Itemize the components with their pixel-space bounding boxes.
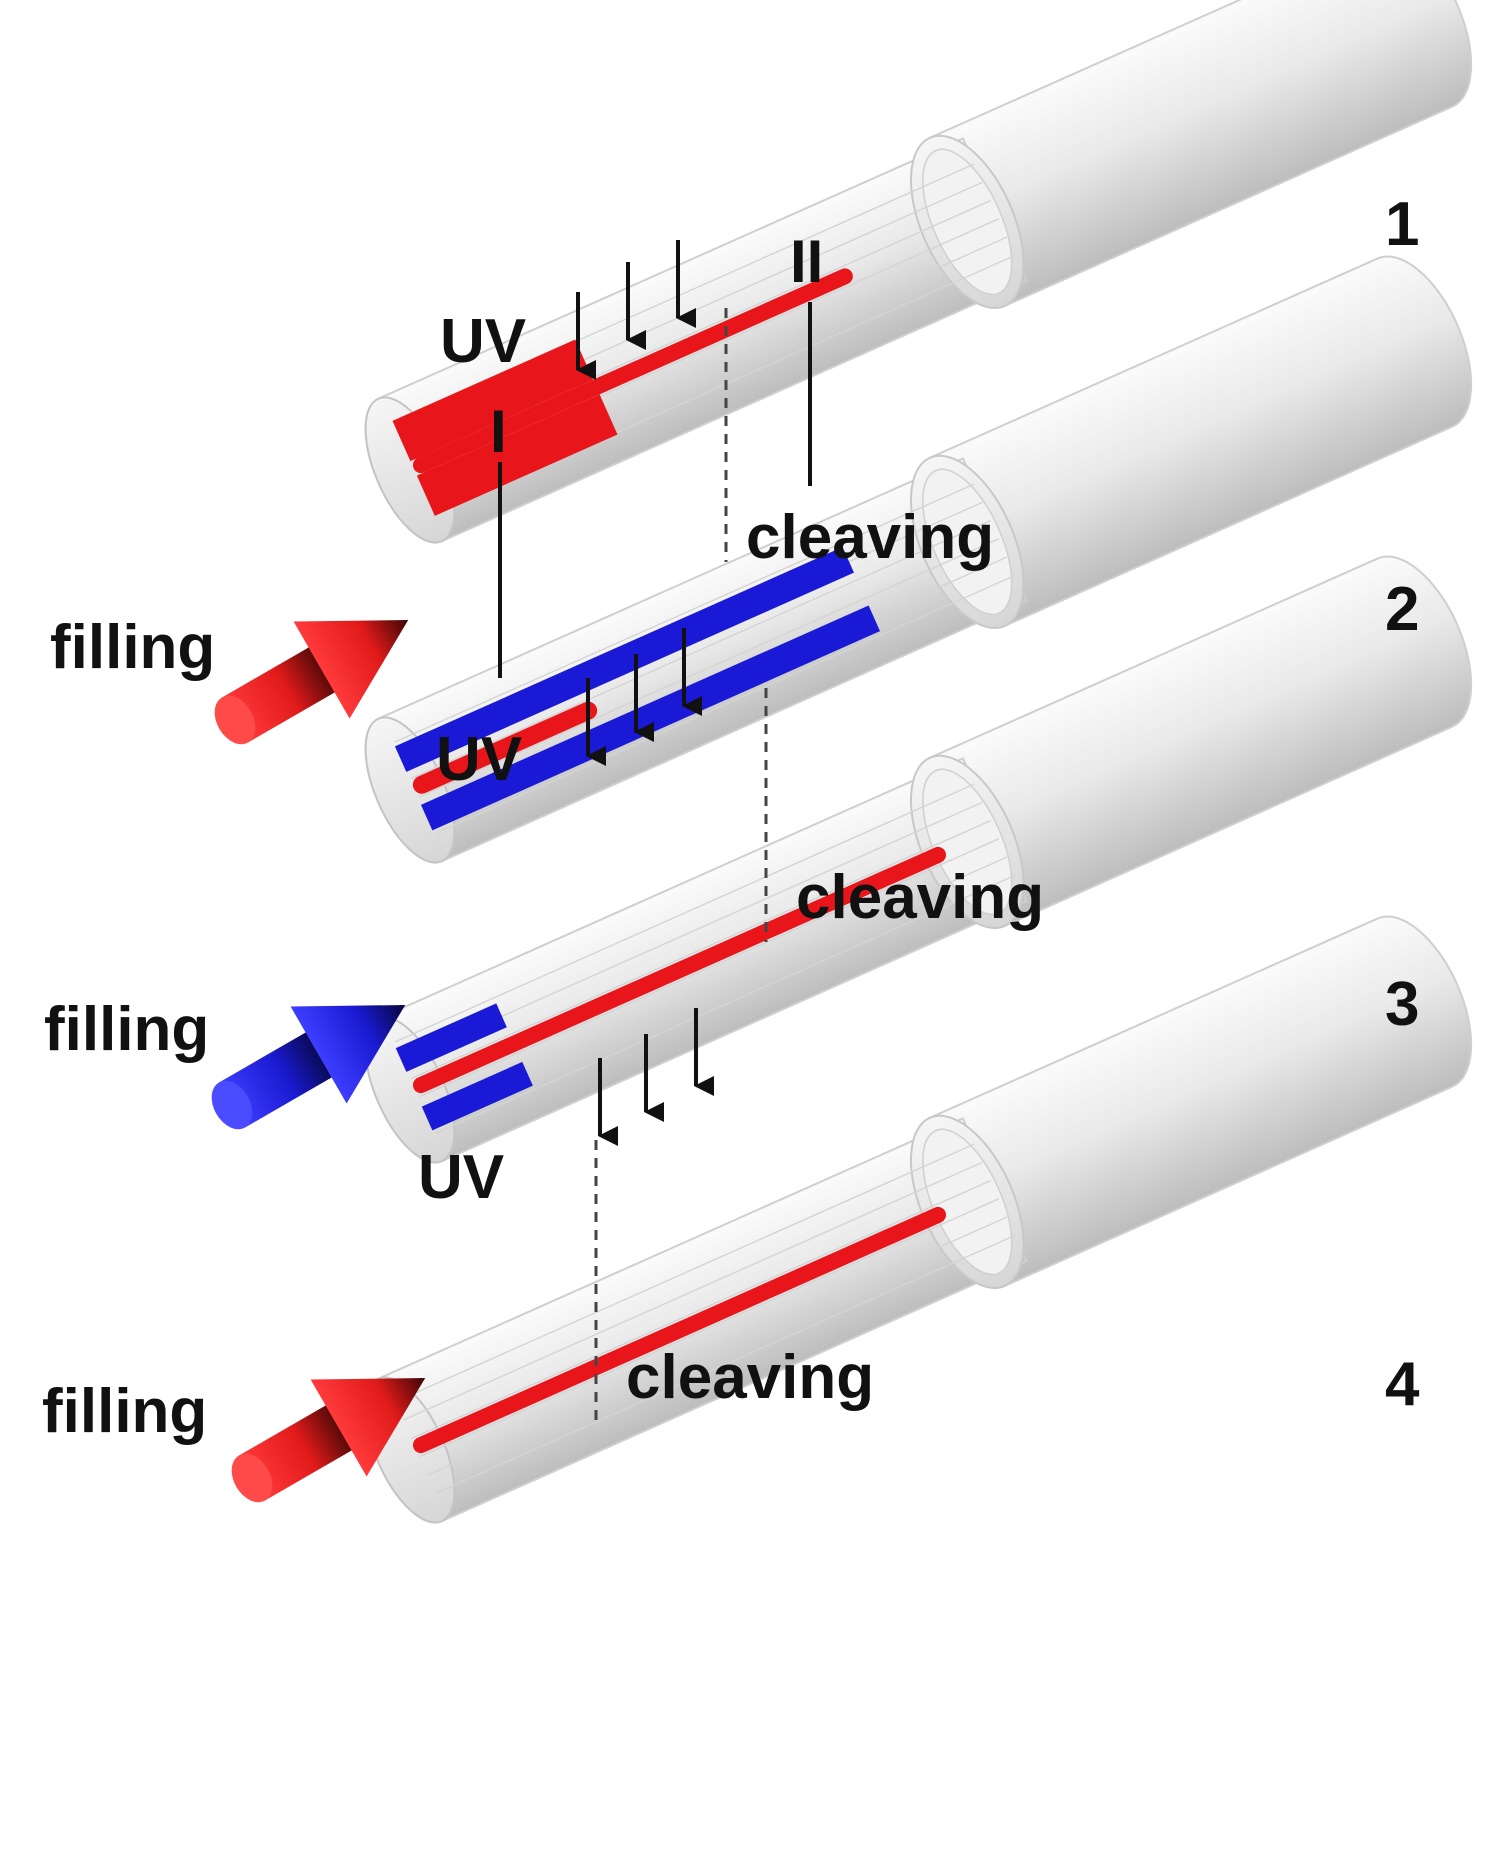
blue-fill-bottom-step-3 xyxy=(421,1061,533,1131)
red-core-step-3 xyxy=(412,846,947,1094)
filling-arrow-step-1 xyxy=(214,620,409,745)
fiber-step-4 xyxy=(340,898,1495,1549)
marker-label-II: II xyxy=(790,228,823,295)
step-number-2: 2 xyxy=(1385,575,1419,644)
red-core-step-1 xyxy=(412,268,853,474)
uv-arrows-step-3 xyxy=(598,1008,714,1146)
fiber-step-2 xyxy=(340,238,1495,889)
step-number-4: 4 xyxy=(1385,1350,1420,1419)
uv-label-step-1: UV xyxy=(440,307,526,376)
cleaving-label-step-1: cleaving xyxy=(746,503,994,572)
filling-arrow-step-3 xyxy=(231,1378,426,1503)
step-number-3: 3 xyxy=(1385,970,1419,1039)
step-number-1: 1 xyxy=(1385,190,1419,259)
filling-label-step-3: filling xyxy=(42,1377,207,1446)
blue-fill-top-step-2 xyxy=(394,547,854,772)
marker-label-I: I xyxy=(490,398,507,465)
filling-label-step-1: filling xyxy=(50,613,215,682)
filling-label-step-2: filling xyxy=(44,995,209,1064)
fiber-step-1 xyxy=(340,0,1495,569)
red-core-step-2 xyxy=(412,701,598,794)
blue-fill-bottom-step-2 xyxy=(420,605,881,831)
uv-arrows-step-2 xyxy=(586,628,702,766)
filling-arrow-step-2 xyxy=(211,1005,406,1130)
red-core-step-4 xyxy=(412,1206,947,1454)
uv-arrows-step-1 xyxy=(576,240,696,380)
red-fill-bottom-step-1 xyxy=(416,394,618,516)
fiber-step-3 xyxy=(340,538,1495,1189)
uv-label-step-2: UV xyxy=(436,725,522,794)
blue-fill-top-step-3 xyxy=(395,1003,507,1072)
cleaving-label-step-2: cleaving xyxy=(796,863,1044,932)
cleaving-label-step-3: cleaving xyxy=(626,1343,874,1412)
red-fill-top-step-1 xyxy=(392,339,594,462)
uv-label-step-3: UV xyxy=(418,1143,504,1212)
